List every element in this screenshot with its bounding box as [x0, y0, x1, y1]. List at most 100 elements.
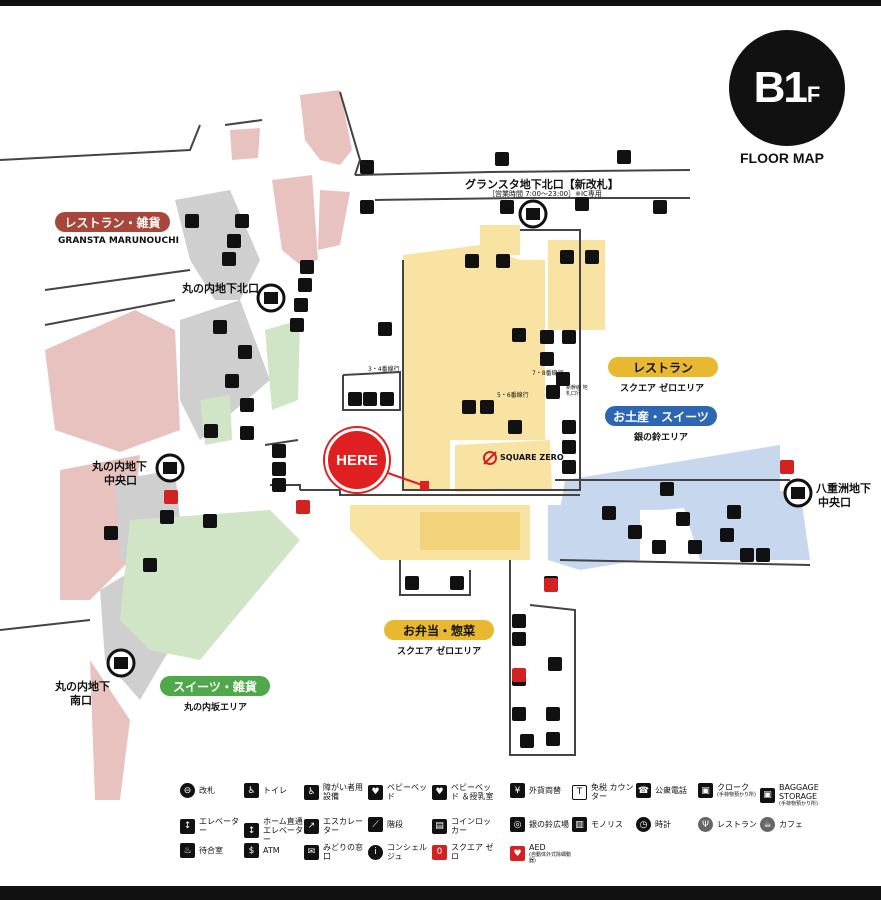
- legend-label: 待合室: [199, 846, 223, 855]
- gate-north-new-hours: ［営業時間 7:00～23:00］※IC専用: [488, 190, 602, 198]
- legend-item: ↕エレベーター: [180, 817, 245, 835]
- legend-item: ✉みどりの窓口: [304, 843, 369, 861]
- gate-yaesu-central-label-1: 八重洲地下: [816, 482, 871, 495]
- legend-icon: ⟋: [368, 817, 383, 832]
- legend-label: 公衆電話: [655, 786, 687, 795]
- legend-label: AED(自動体外式除細動器): [529, 843, 575, 864]
- legend-icon: ↕: [244, 823, 259, 838]
- zone-restaurant-pill: レストラン: [608, 357, 718, 377]
- legend-label: モノリス: [591, 820, 623, 829]
- legend-icon: i: [368, 844, 383, 860]
- gate-markers: [106, 199, 813, 678]
- zone-souvenir-pill: お土産・スイーツ: [605, 406, 717, 426]
- legend-item: ◎ 銀の鈴広場: [510, 817, 569, 832]
- legend-item: ♥ AED(自動体外式除細動器): [510, 843, 575, 864]
- legend-icon: ♨: [180, 843, 195, 858]
- legend-item: ▣BAGGAGE STORAGE(手荷物預かり所): [760, 783, 825, 807]
- zone-restaurant-sub: スクエア ゼロエリア: [620, 384, 705, 394]
- legend-icon: ↗: [304, 818, 319, 834]
- floor-level-suffix: F: [806, 82, 821, 107]
- gate-yaesu-central-icon: [783, 478, 813, 508]
- legend-item: ↕ ホーム直通 エレベーター: [244, 817, 309, 844]
- legend-item: ▣クローク(手荷物預かり所): [698, 783, 756, 798]
- legend-label: みどりの窓口: [323, 843, 363, 861]
- legend-label: エレベーター: [199, 817, 239, 835]
- legend-icon: ♿: [244, 783, 259, 798]
- legend-item: ▥ モノリス: [572, 817, 623, 832]
- legend-icon: ◎: [510, 817, 525, 832]
- gate-maru-north-label: 丸の内地下北口: [182, 282, 259, 295]
- legend-label: コンシェルジュ: [387, 843, 427, 861]
- yellow-zone-areas: [350, 225, 605, 560]
- zone-souvenir-sub: 銀の鈴エリア: [634, 433, 689, 443]
- legend-icon: $: [244, 843, 259, 858]
- legend-item: ¥ 外貨両替: [510, 783, 561, 798]
- legend-label: エスカレーター: [323, 817, 363, 835]
- here-marker: HERE: [325, 428, 389, 492]
- gate-yaesu-central-label-2: 中央口: [818, 496, 851, 509]
- legend-item: ♿障がい者用 設備: [304, 783, 369, 801]
- gate-maru-south-icon: [106, 648, 136, 678]
- legend-icon: ♥: [510, 846, 525, 861]
- legend-label: 免税 カウンター: [591, 783, 634, 801]
- gate-maru-central-label-2: 中央口: [104, 474, 137, 487]
- gate-maru-south-label-1: 丸の内地下: [55, 680, 110, 693]
- zone-sweets-pill: スイーツ・雑貨: [160, 676, 270, 696]
- legend-label: ベビーベッド ＆授乳室: [451, 783, 494, 801]
- legend-item: ♨ 待合室: [180, 843, 223, 858]
- zone-restaurant-zakka-sub: GRANSTA MARUNOUCHI: [58, 236, 179, 246]
- square-zero-logo: [483, 451, 497, 465]
- platform-78-label: 7・8番線行: [532, 370, 564, 377]
- legend-icon: ♿: [304, 784, 319, 800]
- gate-maru-central-icon: [155, 453, 185, 483]
- legend-icon: Ψ: [698, 817, 713, 832]
- legend-icon: ¥: [510, 783, 525, 798]
- legend-label: トイレ: [263, 786, 287, 795]
- floor-level-main: B1: [753, 63, 808, 112]
- legend-icon: ▥: [572, 817, 587, 832]
- legend-item: ⊖ 改札: [180, 783, 215, 798]
- zone-bento-pill: お弁当・惣菜: [384, 620, 494, 640]
- legend-icon: ⊖: [180, 783, 195, 798]
- zone-bento-sub: スクエア ゼロエリア: [397, 647, 482, 657]
- legend-item: $ ATM: [244, 843, 280, 858]
- legend-icon: T: [572, 784, 587, 800]
- legend-label: 銀の鈴広場: [529, 820, 569, 829]
- gate-maru-south-label-2: 南口: [70, 694, 92, 707]
- legend-note: (手荷物預かり所): [779, 801, 818, 807]
- here-pointer: [384, 471, 429, 490]
- legend-icon: ♥: [432, 784, 447, 800]
- floor-map-caption: FLOOR MAP: [740, 150, 824, 166]
- legend-label: ベビーベッド: [387, 783, 427, 801]
- legend-icon: ↕: [180, 818, 195, 834]
- legend-label: 改札: [199, 786, 215, 795]
- legend-note: (手荷物預かり所): [717, 792, 756, 798]
- legend-label: レストラン: [717, 820, 757, 829]
- gate-maru-central-label-1: 丸の内地下: [92, 460, 147, 473]
- legend-item: ☕カフェ: [760, 817, 803, 832]
- top-frame-bar: [0, 0, 881, 6]
- pink-zone-areas: [45, 90, 352, 800]
- legend-icon: ☕: [760, 817, 775, 832]
- legend-icon: ▣: [760, 787, 775, 803]
- legend-item: Ψ レストラン: [698, 817, 757, 832]
- legend-icon: ✉: [304, 844, 319, 860]
- legend-label: 外貨両替: [529, 786, 561, 795]
- legend-label: BAGGAGE STORAGE(手荷物預かり所): [779, 783, 825, 807]
- legend-label: ホーム直通 エレベーター: [263, 817, 303, 844]
- facility-icons: [104, 150, 770, 748]
- bottom-frame-bar: [0, 886, 881, 900]
- legend-label: ATM: [263, 846, 280, 855]
- legend-label: 時計: [655, 820, 671, 829]
- zone-restaurant-zakka-pill: レストラン・雑貨: [55, 212, 170, 232]
- legend-icon: ☎: [636, 783, 651, 798]
- legend-item: ☎ 公衆電話: [636, 783, 687, 798]
- legend-note: (自動体外式除細動器): [529, 852, 571, 864]
- legend-icon: ▤: [432, 818, 447, 834]
- legend-icon: ◷: [636, 817, 651, 832]
- legend-icon: ♥: [368, 784, 383, 800]
- aed-markers: [164, 460, 794, 682]
